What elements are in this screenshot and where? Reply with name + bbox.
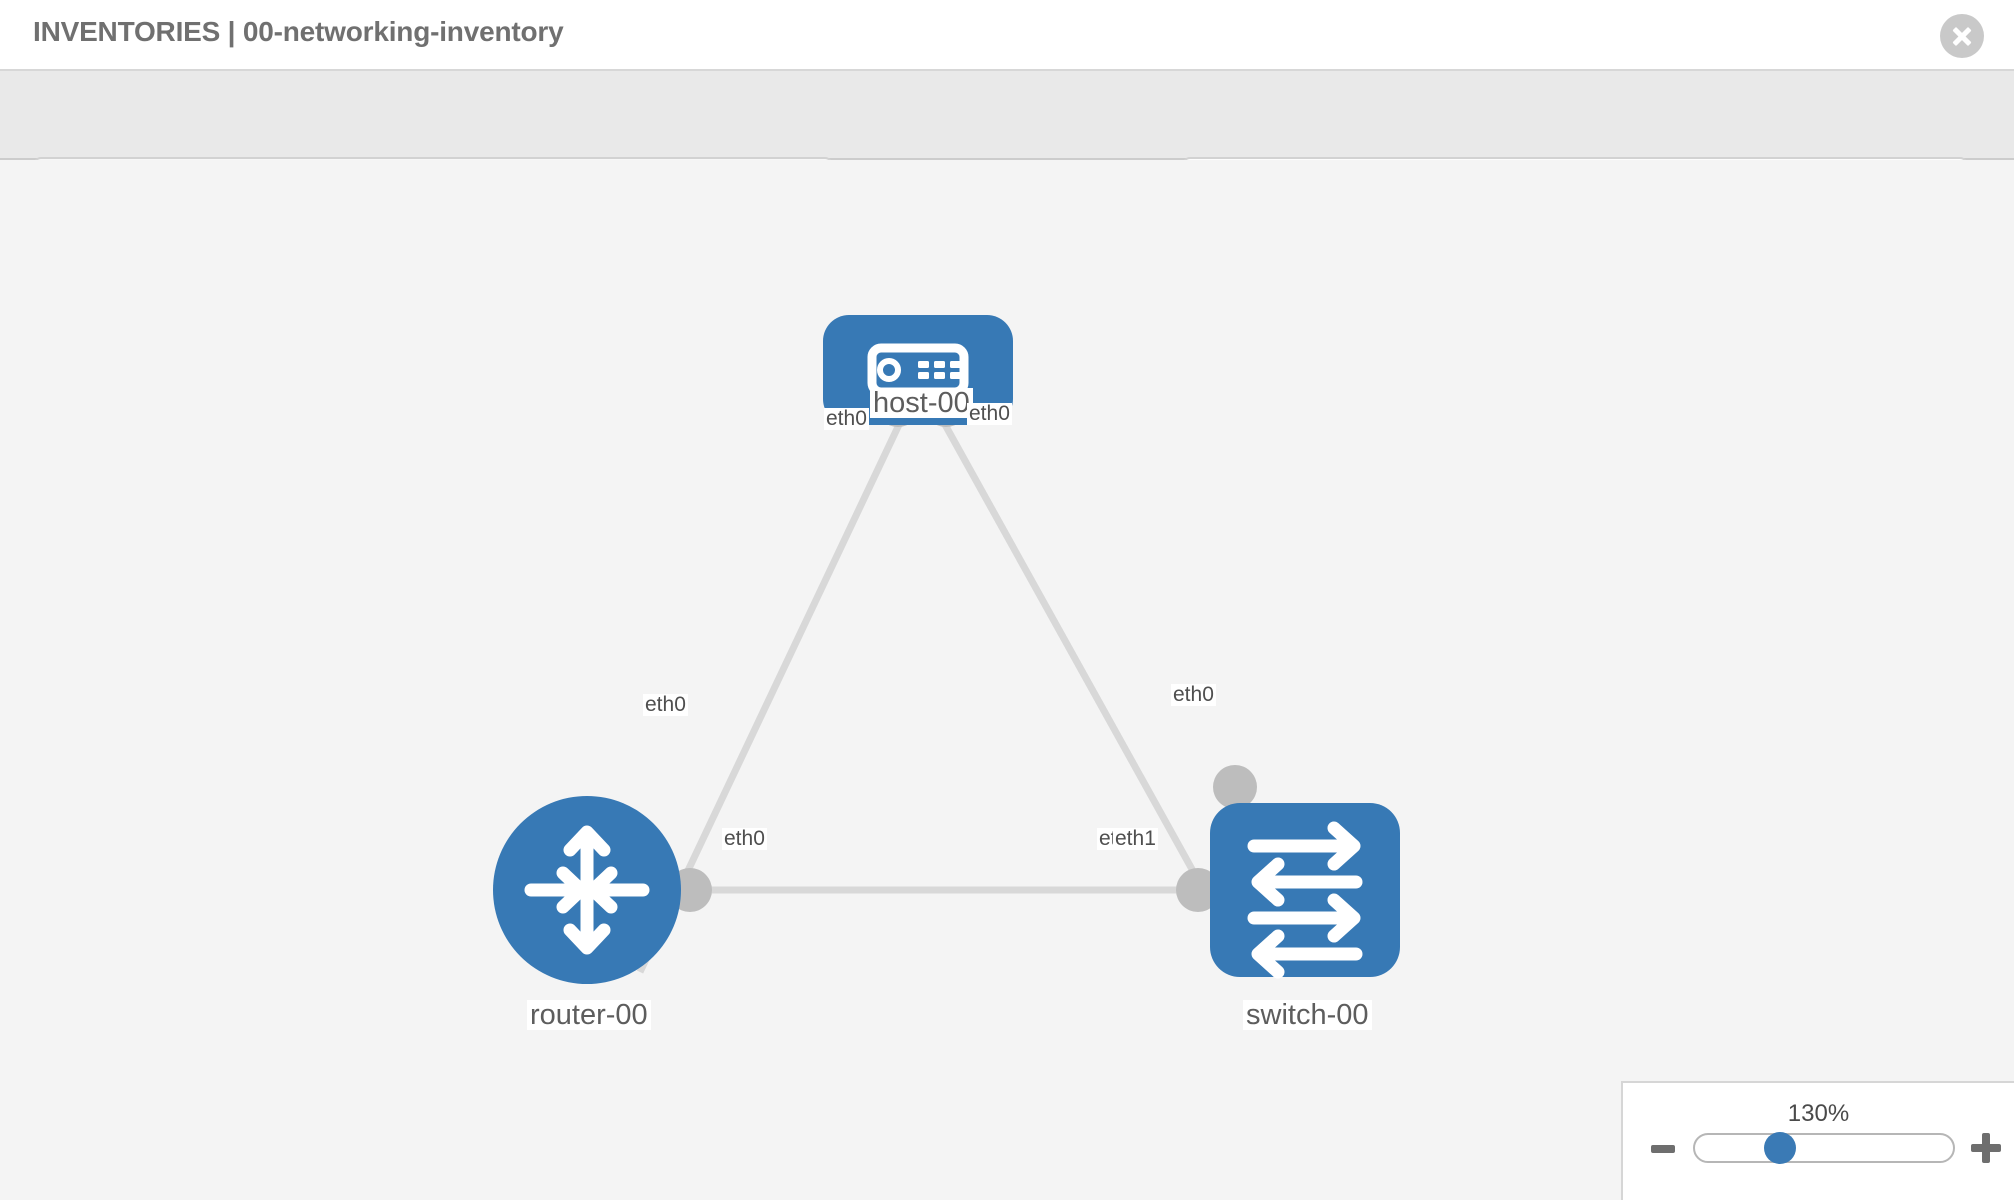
zoom-slider-track[interactable]: [1693, 1133, 1955, 1163]
zoom-out-button[interactable]: [1651, 1145, 1675, 1153]
zoom-slider-handle[interactable]: [1764, 1132, 1796, 1164]
interface-label-host-right: eth0: [967, 402, 1012, 426]
node-router-00: [493, 796, 681, 984]
zoom-in-button[interactable]: [1971, 1133, 2001, 1163]
topology-graph: [493, 315, 1400, 984]
interface-label-host-left: eth0: [824, 407, 869, 431]
switch-icon: [1247, 821, 1363, 979]
node-label-host-00: host-00: [870, 388, 973, 418]
zoom-control-panel: 130%: [1621, 1081, 2014, 1200]
interface-label-router-right: eth0: [722, 827, 767, 851]
interface-label-switch-up: eth0: [1171, 683, 1216, 707]
page-header: INVENTORIES | 00-networking-inventory: [0, 0, 2014, 71]
close-icon[interactable]: [1940, 14, 1984, 58]
topology-canvas[interactable]: host-00 router-00 switch-00 eth0 eth0 et…: [0, 160, 2014, 1200]
node-label-switch-00: switch-00: [1243, 1000, 1372, 1030]
interface-label-router-up: eth0: [643, 693, 688, 717]
toolbar: ACTIONS SEARCH: [0, 71, 2014, 213]
router-icon: [524, 825, 650, 955]
zoom-level-label: 130%: [1787, 1100, 1850, 1127]
node-label-router-00: router-00: [527, 1000, 651, 1030]
interface-label-switch-left-eth1: eth1: [1113, 827, 1158, 851]
interface-dot-switch-left: [1176, 868, 1220, 912]
topology-edges: [636, 410, 1242, 974]
node-switch-00: [1210, 803, 1400, 979]
edge-host-switch: [934, 410, 1242, 954]
interface-dot-switch-top: [1213, 765, 1257, 809]
page-title: INVENTORIES | 00-networking-inventory: [33, 16, 564, 47]
